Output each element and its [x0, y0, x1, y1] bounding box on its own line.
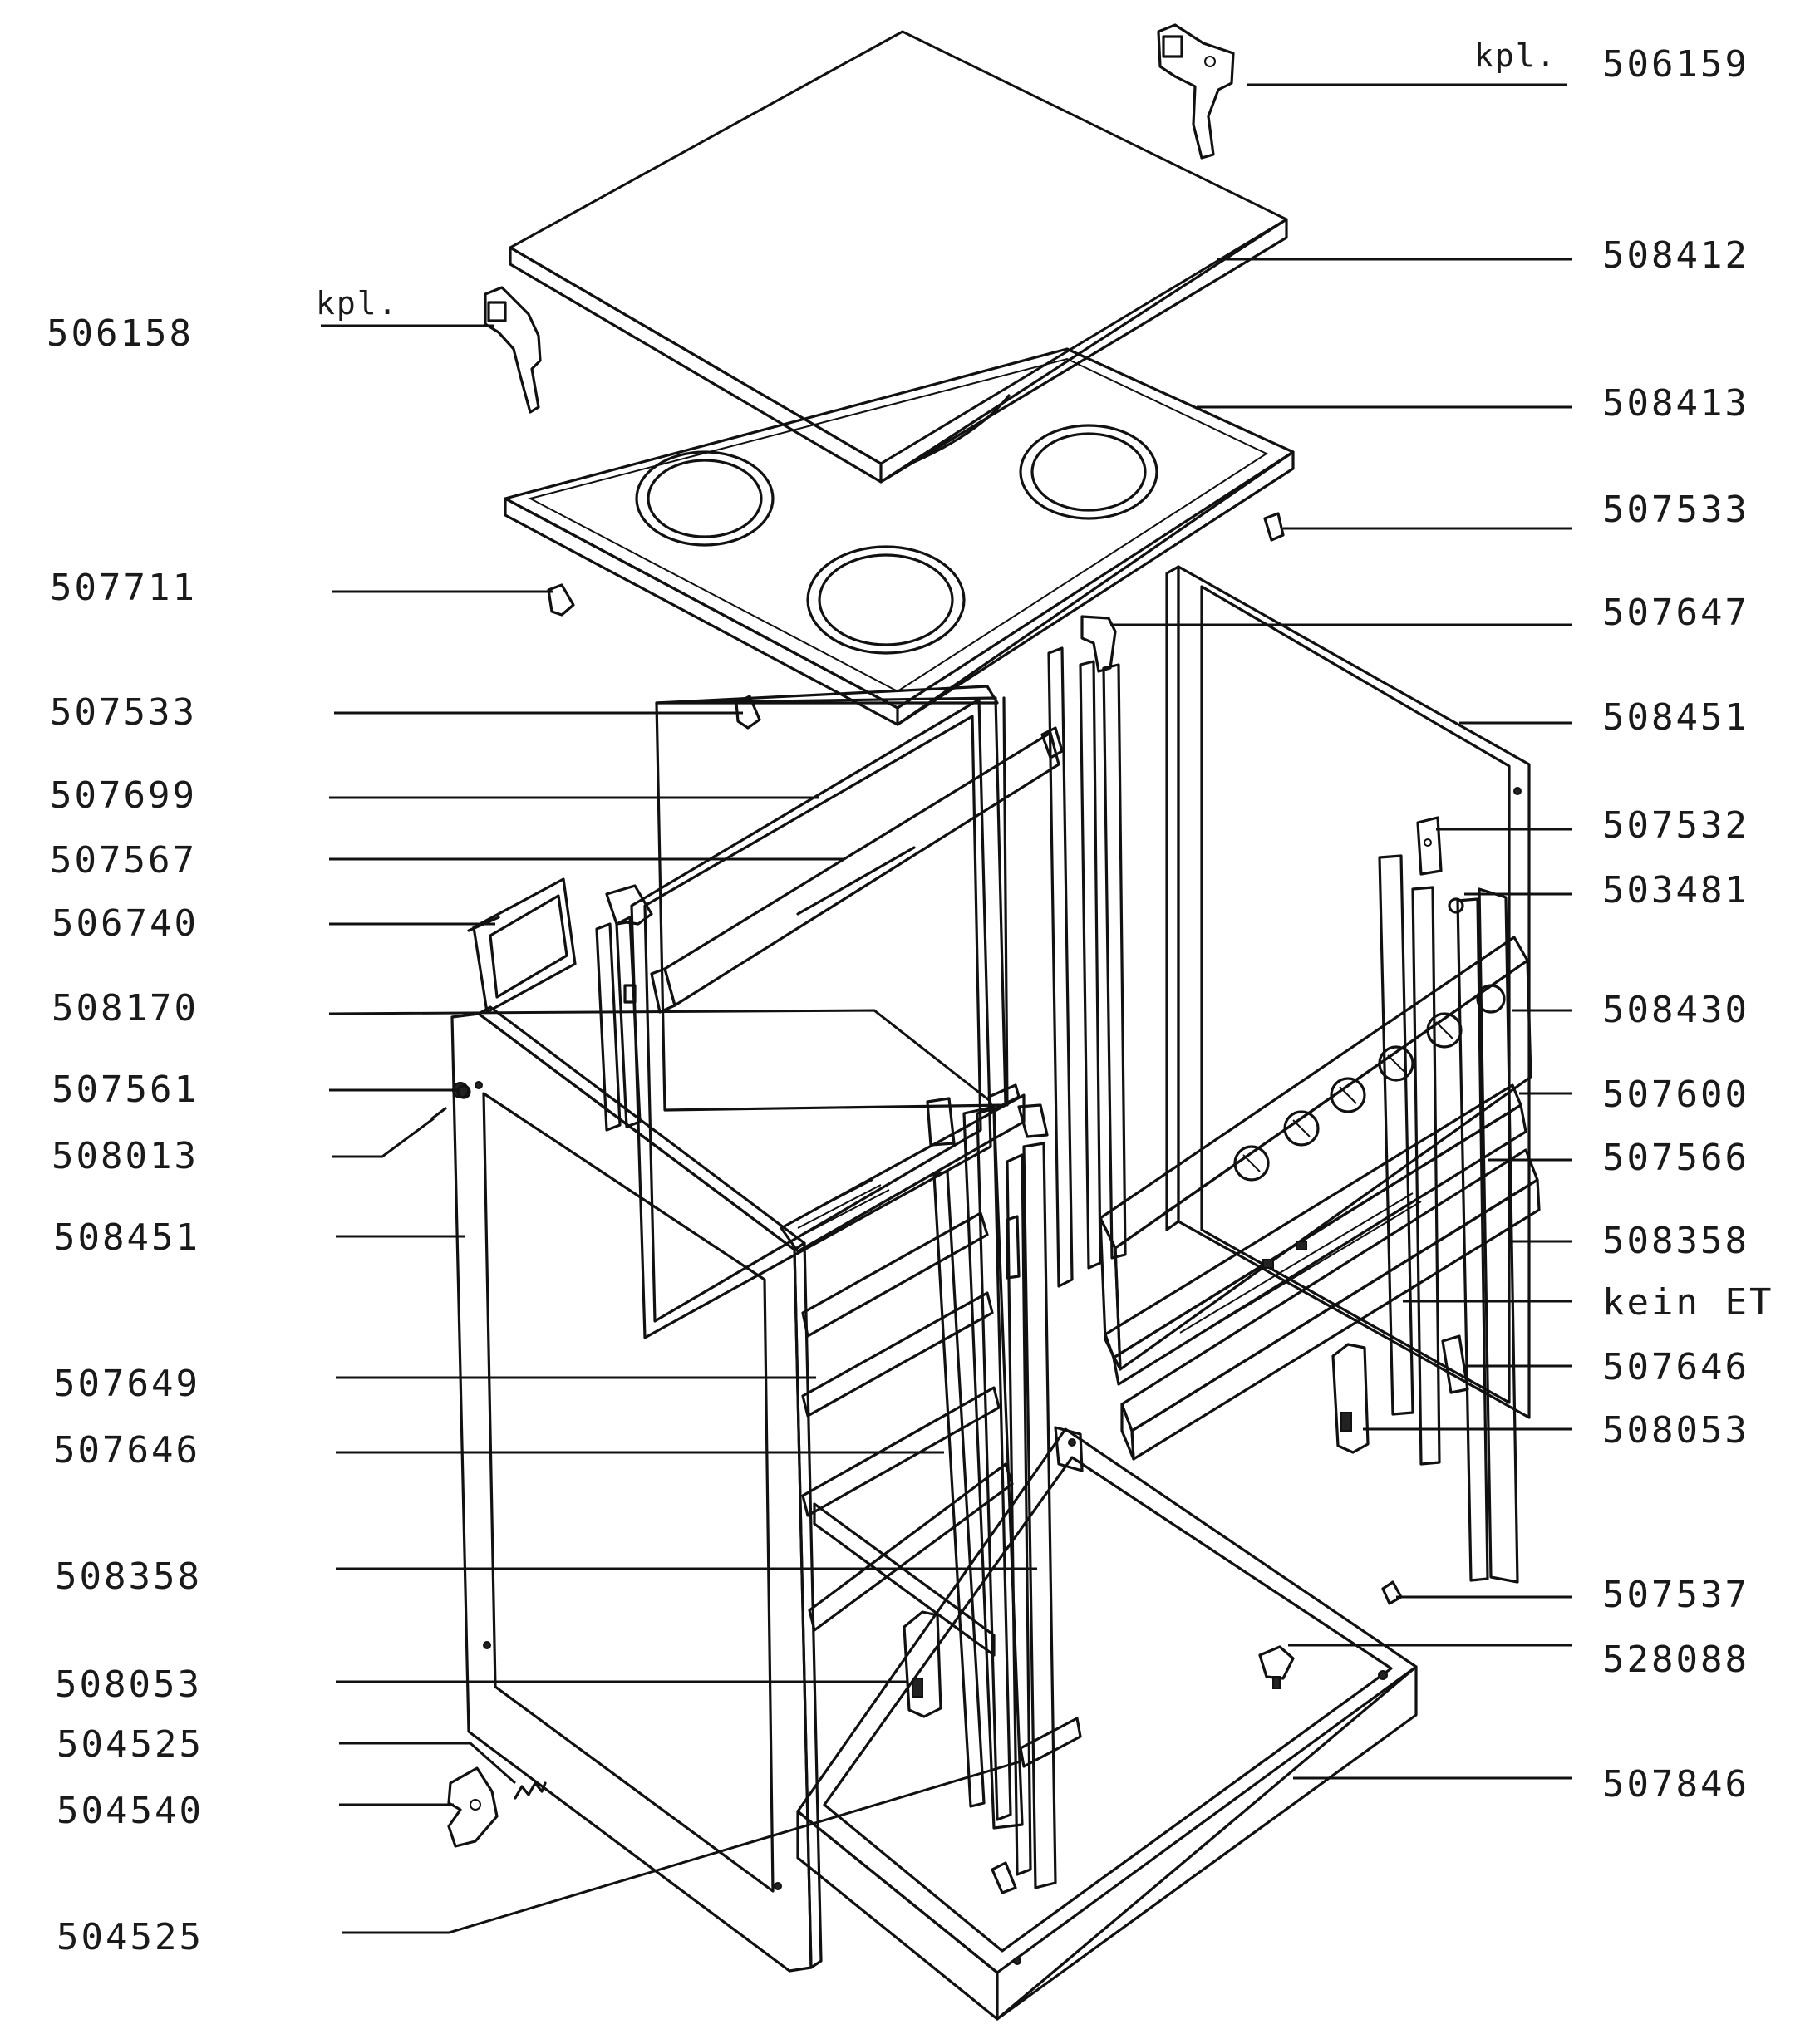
part-rear-rails [1047, 646, 1519, 1584]
part-hinge-left [484, 286, 542, 414]
part-side-panel-left [450, 1005, 823, 1973]
kpl-label-left: kpl. [316, 285, 399, 322]
leader-lines [321, 83, 1572, 1934]
part-bracket-506740 [467, 877, 577, 1014]
part-bracket-507532 [1416, 816, 1443, 876]
part-foot-528088 [1258, 1645, 1295, 1689]
label-528088: 528088 [1602, 1639, 1749, 1681]
label-507699: 507699 [50, 774, 197, 817]
kpl-label-right: kpl. [1474, 37, 1557, 74]
label-508170: 508170 [52, 987, 199, 1029]
part-top-crossbar [650, 726, 1064, 1014]
part-inner-cross-members [780, 1093, 1026, 1657]
label-507567: 507567 [50, 839, 197, 882]
part-clip-507533-right [1263, 512, 1285, 542]
part-left-rails [595, 884, 653, 1132]
part-hob-frame [504, 347, 1295, 726]
label-508451-right: 508451 [1602, 696, 1749, 739]
label-507646-right: 507646 [1602, 1346, 1749, 1388]
label-507561: 507561 [52, 1069, 199, 1111]
label-507537: 507537 [1602, 1574, 1749, 1616]
label-507533-right: 507533 [1602, 489, 1749, 531]
label-506159: 506159 [1602, 43, 1749, 86]
part-control-panel [1099, 936, 1532, 1371]
label-508358-right: 508358 [1602, 1220, 1749, 1262]
part-back-panel [655, 685, 1009, 1112]
label-508013: 508013 [52, 1135, 199, 1177]
part-rails-507600-507566 [1104, 1083, 1541, 1461]
label-507566: 507566 [1602, 1137, 1749, 1179]
part-screw-503481 [1448, 897, 1464, 914]
label-508358-left: 508358 [55, 1555, 202, 1598]
label-507532: 507532 [1602, 804, 1749, 847]
part-side-panel-right [1165, 565, 1531, 1419]
label-508053-left: 508053 [55, 1663, 202, 1706]
label-508430: 508430 [1602, 989, 1749, 1031]
part-front-uprights [926, 1083, 1057, 1889]
label-504540: 504540 [57, 1790, 204, 1832]
label-504525-lower: 504525 [57, 1916, 204, 1958]
label-506158: 506158 [47, 312, 194, 355]
part-hinge-holder-left [903, 1610, 942, 1718]
label-507533-left: 507533 [50, 691, 197, 734]
label-507846: 507846 [1602, 1763, 1749, 1806]
labels-left: kpl. 506158 507711 507533 507699 507567 … [47, 285, 399, 1958]
label-506740: 506740 [52, 902, 199, 945]
label-kein-et: kein ET [1602, 1281, 1773, 1324]
label-503481: 503481 [1602, 869, 1749, 911]
part-hinge-holder-right [1331, 1343, 1370, 1454]
label-507600: 507600 [1602, 1074, 1749, 1116]
label-507647: 507647 [1602, 592, 1749, 634]
label-507649: 507649 [53, 1363, 200, 1405]
part-base-bracket [991, 1717, 1082, 1894]
part-inner-frame-left [630, 698, 992, 1339]
part-spring-504525 [514, 1781, 547, 1800]
part-base-frame [796, 1426, 1418, 2021]
part-hinge-right [1157, 23, 1235, 160]
label-507646-left: 507646 [53, 1429, 200, 1472]
label-508053-right: 508053 [1602, 1409, 1749, 1452]
part-top-cover [509, 30, 1288, 484]
label-504525-upper: 504525 [57, 1723, 204, 1766]
part-bracket-507646-right [1441, 1334, 1469, 1394]
part-latch-504540 [447, 1766, 499, 1848]
label-508413: 508413 [1602, 382, 1749, 425]
labels-right: kpl. 506159 508412 508413 507533 507647 … [1474, 37, 1773, 1806]
part-foot-507537 [1381, 1580, 1403, 1605]
label-508412: 508412 [1602, 234, 1749, 277]
label-507711: 507711 [50, 567, 197, 609]
part-clip-507711 [547, 583, 575, 617]
part-screw-507561 [430, 1084, 471, 1120]
label-508451-left: 508451 [53, 1216, 200, 1259]
